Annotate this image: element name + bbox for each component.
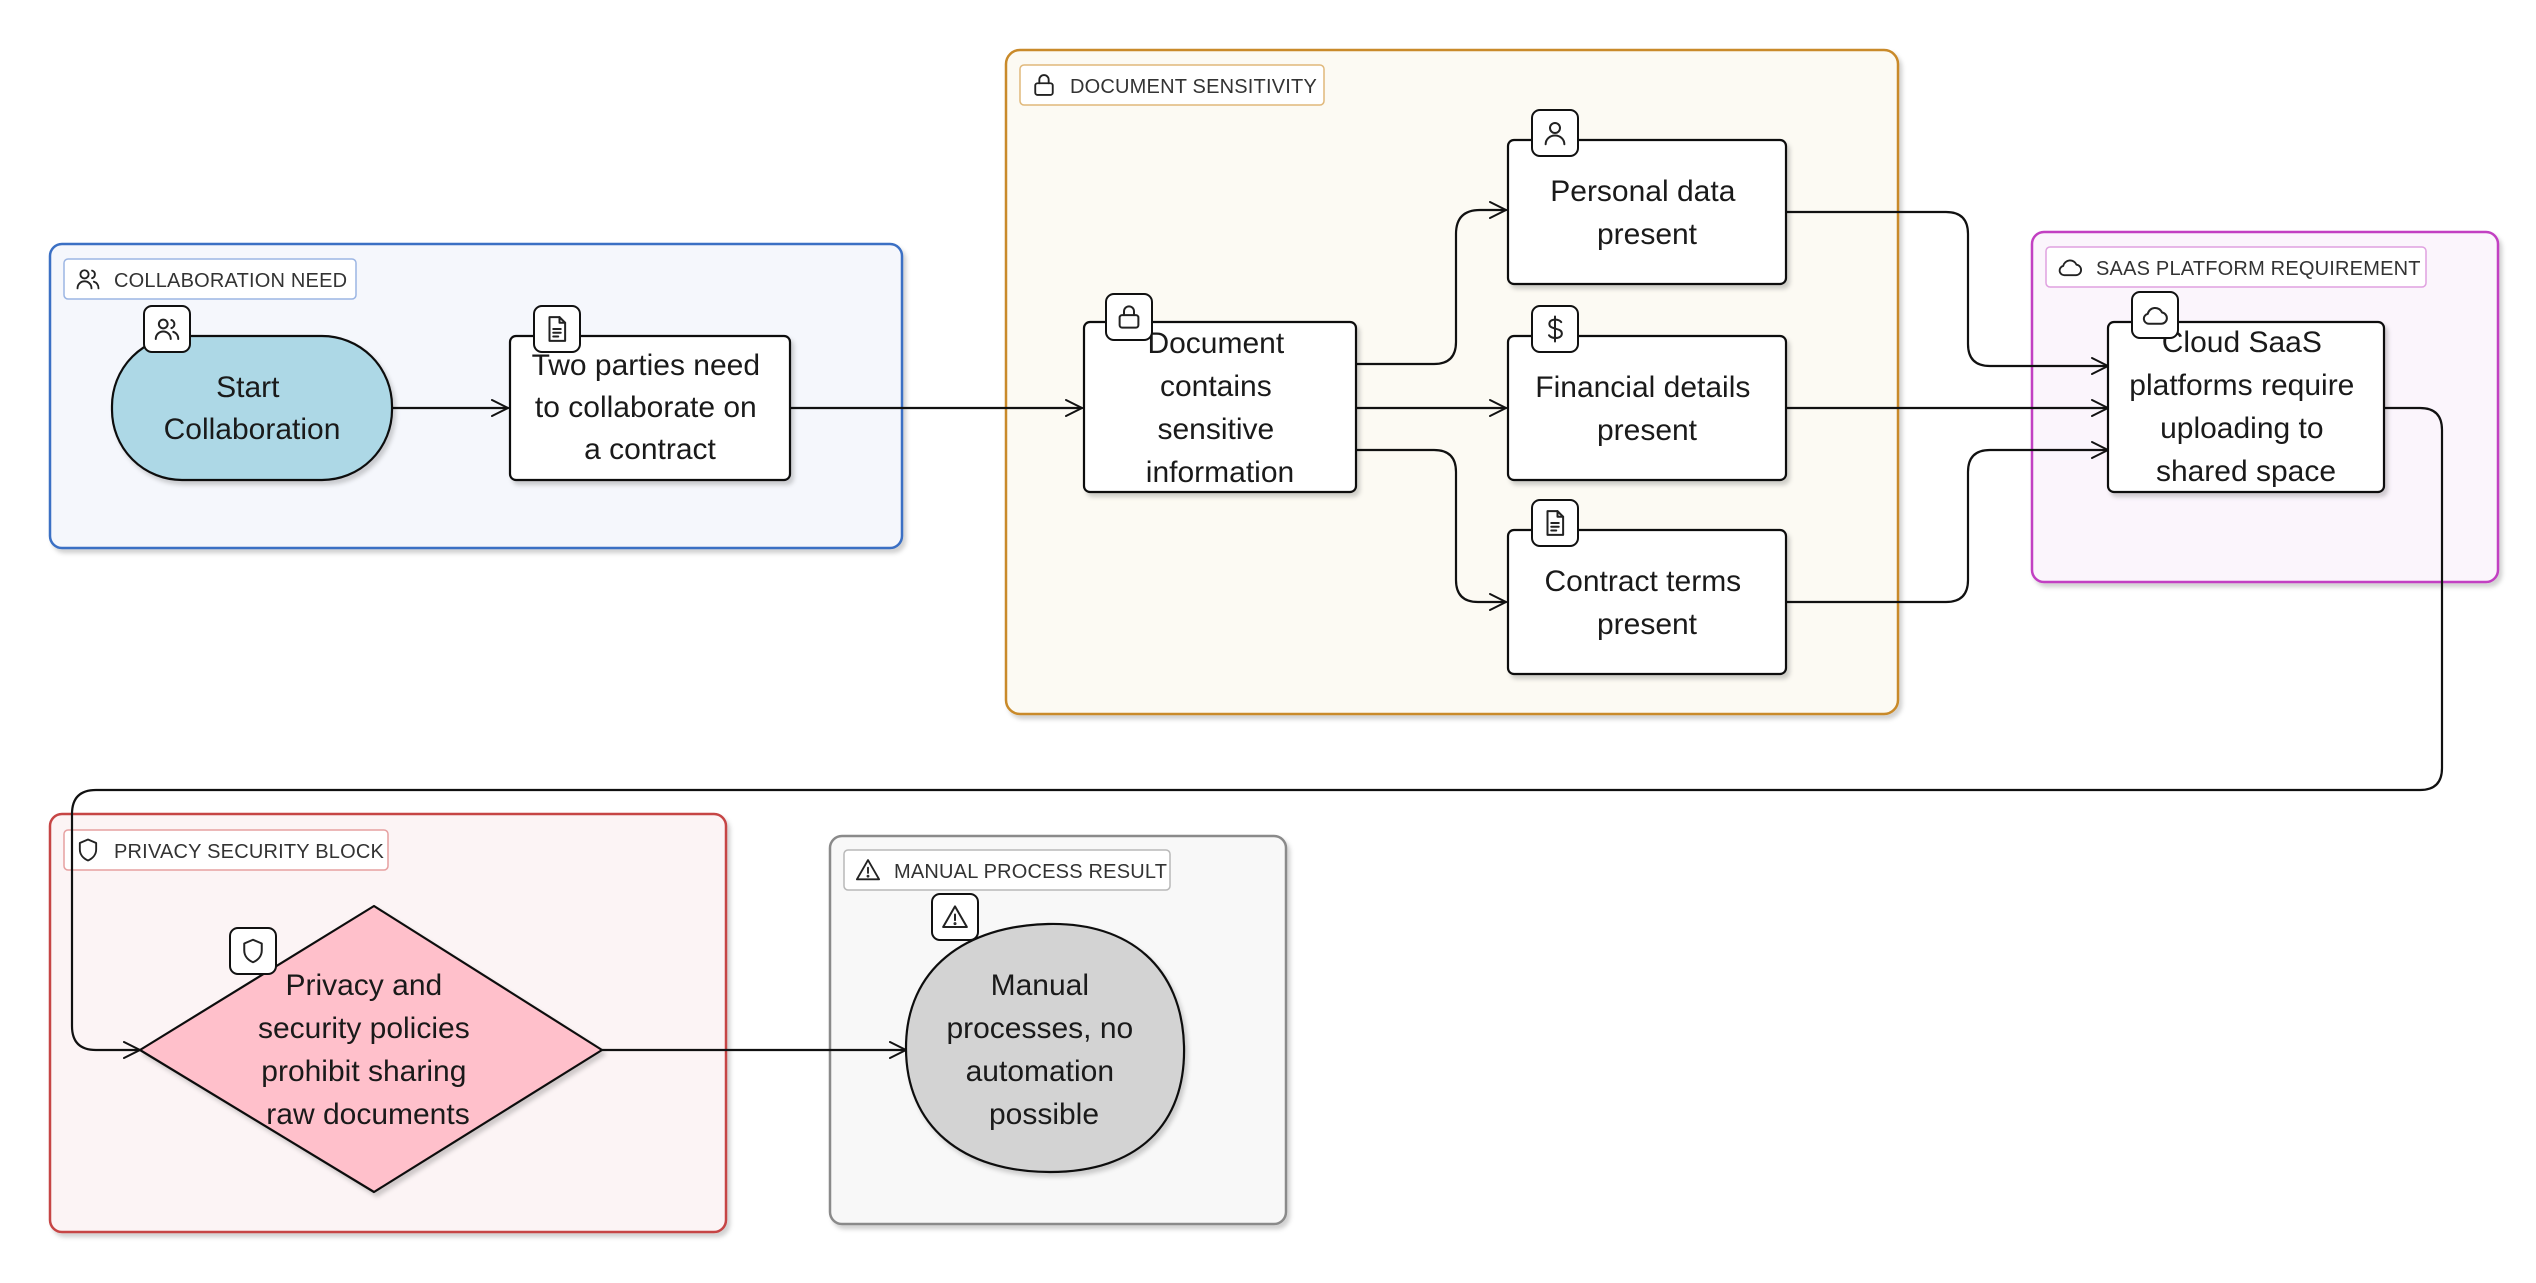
node-cloud-label: Cloud SaaS platforms require uploading t… [2129,326,2362,488]
node-personal-label: Personal data present [1550,175,1743,251]
edge-document-to-personal [1354,201,1508,366]
node-manual-label: Manual processes, no automation possible [946,969,1141,1131]
node-personal-data[interactable]: Personal data present [1506,109,1788,286]
group-label-sensitivity: DOCUMENT SENSITIVITY [1070,76,1317,98]
node-start-label: Start Collaboration [164,371,341,446]
user-icon [1531,109,1579,157]
edge-cloud-to-privacy [70,406,2444,1059]
dollar-icon [1531,305,1579,353]
file-text-icon [533,305,581,353]
node-contract-terms[interactable]: Contract terms present [1506,499,1788,676]
group-label-privacy: PRIVACY SECURITY BLOCK [114,841,384,863]
users-icon [143,305,191,353]
node-document-sensitive[interactable]: Document contains sensitive information [1082,293,1358,494]
edge-document-to-contract [1354,448,1508,611]
file-text-icon [1531,499,1579,547]
group-label-manual: MANUAL PROCESS RESULT [894,861,1167,883]
node-cloud-saas[interactable]: Cloud SaaS platforms require uploading t… [2106,291,2386,494]
node-document-label: Document contains sensitive information [1146,327,1294,489]
node-two-parties[interactable]: Two parties need to collaborate on a con… [508,305,792,482]
group-label-saas: SAAS PLATFORM REQUIREMENT [2096,258,2421,280]
node-financial-details[interactable]: Financial details present [1506,305,1788,482]
group-label-collaboration: COLLABORATION NEED [114,270,347,292]
node-start-collaboration[interactable]: Start Collaboration [110,305,394,482]
alert-triangle-icon [931,893,979,941]
node-two-parties-label: Two parties need to collaborate on a con… [532,349,769,466]
lock-icon [1105,293,1153,341]
node-manual-processes[interactable]: Manual processes, no automation possible [904,893,1186,1174]
edge-contract-to-cloud [1784,441,2110,604]
edge-personal-to-cloud [1784,210,2110,375]
shield-icon [229,927,277,975]
node-financial-label: Financial details present [1535,371,1758,447]
node-privacy-policies[interactable]: Privacy and security policies prohibit s… [138,904,604,1194]
edges [70,201,2444,1059]
node-contract-label: Contract terms present [1544,565,1749,641]
cloud-icon [2131,291,2179,339]
node-privacy-label: Privacy and security policies prohibit s… [258,969,478,1131]
